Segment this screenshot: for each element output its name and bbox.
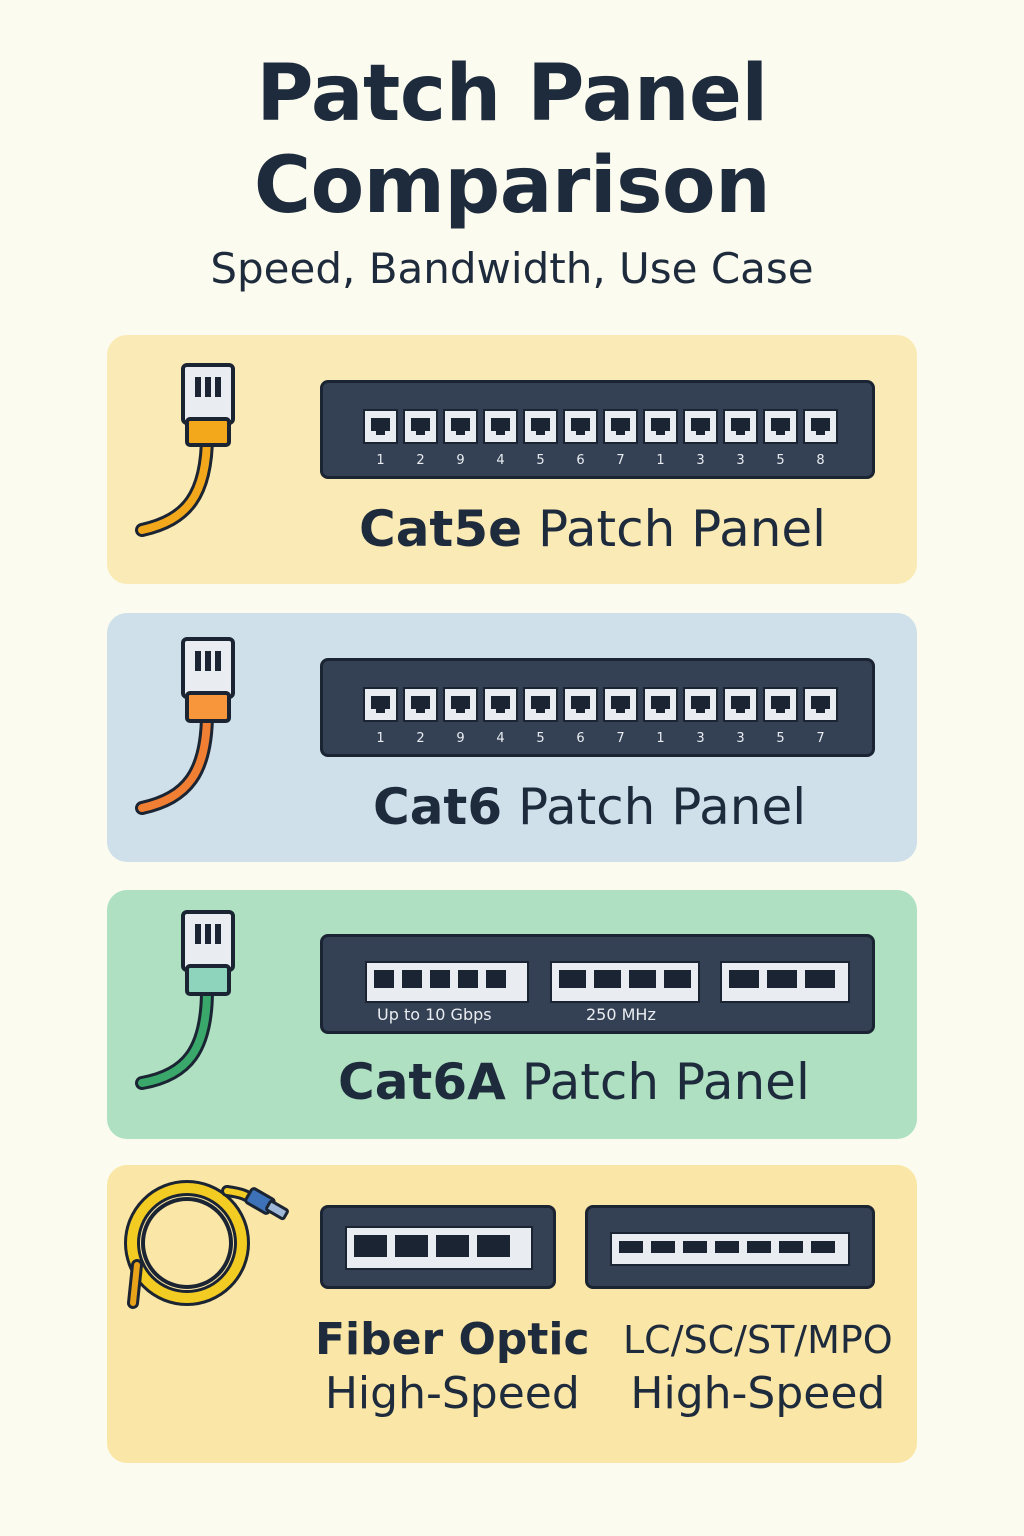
rj45-port — [563, 687, 598, 722]
port-number: 4 — [496, 731, 505, 746]
port-number: 2 — [416, 453, 425, 468]
ethernet-cable-icon — [135, 910, 235, 1090]
port-number: 5 — [776, 453, 785, 468]
cat6-card: 1 2 9 4 5 6 7 1 3 3 5 7 Cat6 Patch Panel — [107, 613, 917, 862]
fiber-cable-coil-icon — [124, 1180, 289, 1309]
page-title: Patch Panel Comparison — [0, 48, 1024, 232]
rj45-port — [603, 409, 638, 444]
rj45-port — [763, 409, 798, 444]
fiber-right-line-1: LC/SC/ST/MPO — [623, 1318, 893, 1362]
port-number: 1 — [376, 453, 385, 468]
rj45-port — [483, 409, 518, 444]
port-number: 7 — [616, 453, 625, 468]
port-group — [345, 1226, 533, 1270]
rj45-port — [403, 687, 438, 722]
rj45-port — [763, 687, 798, 722]
port-number: 4 — [496, 453, 505, 468]
port-number: 3 — [696, 731, 705, 746]
port-number: 8 — [816, 453, 825, 468]
port-group — [610, 1232, 850, 1266]
fiber-panel-right — [585, 1205, 875, 1289]
title-line-2: Comparison — [253, 141, 771, 231]
page-subtitle: Speed, Bandwidth, Use Case — [210, 244, 814, 293]
port-number: 3 — [736, 731, 745, 746]
cat6a-card: Up to 10 Gbps 250 MHz Cat6A Patch Panel — [107, 890, 917, 1139]
fiber-panel-left — [320, 1205, 556, 1289]
rj45-port — [443, 409, 478, 444]
port-group — [550, 961, 700, 1003]
port-number: 9 — [456, 453, 465, 468]
rj45-port — [403, 409, 438, 444]
cat6-patch-panel: 1 2 9 4 5 6 7 1 3 3 5 7 — [320, 658, 875, 757]
rj45-port — [643, 687, 678, 722]
port-number: 5 — [776, 731, 785, 746]
port-group — [365, 961, 529, 1003]
rj45-port — [443, 687, 478, 722]
fiber-right-line-2: High-Speed — [630, 1368, 886, 1419]
cat5e-patch-panel: 1 2 9 4 5 6 7 1 3 3 5 8 — [320, 380, 875, 479]
cat6a-label-bold: Cat6A — [338, 1053, 506, 1111]
port-number: 5 — [536, 731, 545, 746]
port-number: 3 — [696, 453, 705, 468]
port-number: 6 — [576, 731, 585, 746]
cat5e-label-bold: Cat5e — [359, 500, 523, 558]
speed-spec: Up to 10 Gbps — [377, 1005, 492, 1024]
rj45-port — [683, 687, 718, 722]
port-number: 7 — [816, 731, 825, 746]
cat6-label: Cat6 Patch Panel — [373, 777, 806, 837]
cat6-label-bold: Cat6 — [373, 778, 503, 836]
ethernet-cable-icon — [135, 637, 235, 815]
port-number: 1 — [376, 731, 385, 746]
port-group — [720, 961, 850, 1003]
rj45-port — [603, 687, 638, 722]
fiber-right-text: LC/SC/ST/MPO High-Speed — [623, 1313, 893, 1421]
port-number: 5 — [536, 453, 545, 468]
cat5e-card: 1 2 9 4 5 6 7 1 3 3 5 8 Cat5e Patch Panel — [107, 335, 917, 584]
rj45-port — [363, 687, 398, 722]
port-number: 1 — [656, 453, 665, 468]
cat5e-label-rest: Patch Panel — [522, 500, 827, 558]
cat5e-label: Cat5e Patch Panel — [359, 499, 826, 559]
port-number: 9 — [456, 731, 465, 746]
port-number: 2 — [416, 731, 425, 746]
rj45-port — [643, 409, 678, 444]
port-number: 1 — [656, 731, 665, 746]
rj45-port — [683, 409, 718, 444]
cat6a-patch-panel: Up to 10 Gbps 250 MHz — [320, 934, 875, 1034]
cat6a-label-rest: Patch Panel — [505, 1053, 810, 1111]
title-line-1: Patch Panel — [256, 49, 768, 139]
cat6a-label: Cat6A Patch Panel — [338, 1052, 810, 1112]
rj45-port — [803, 409, 838, 444]
rj45-port — [563, 409, 598, 444]
fiber-left-line-2: High-Speed — [324, 1368, 580, 1419]
cat6-label-rest: Patch Panel — [502, 778, 807, 836]
rj45-port — [523, 409, 558, 444]
port-number: 6 — [576, 453, 585, 468]
rj45-port — [483, 687, 518, 722]
fiber-left-text: Fiber Optic High-Speed — [315, 1313, 590, 1421]
port-number: 7 — [616, 731, 625, 746]
rj45-port — [803, 687, 838, 722]
rj45-port — [723, 687, 758, 722]
rj45-port — [723, 409, 758, 444]
bandwidth-spec: 250 MHz — [586, 1005, 656, 1024]
rj45-port — [363, 409, 398, 444]
ethernet-cable-icon — [135, 363, 235, 537]
port-number: 3 — [736, 453, 745, 468]
fiber-left-line-1: Fiber Optic — [315, 1314, 590, 1365]
fiber-card: Fiber Optic High-Speed LC/SC/ST/MPO High… — [107, 1165, 917, 1463]
rj45-port — [523, 687, 558, 722]
